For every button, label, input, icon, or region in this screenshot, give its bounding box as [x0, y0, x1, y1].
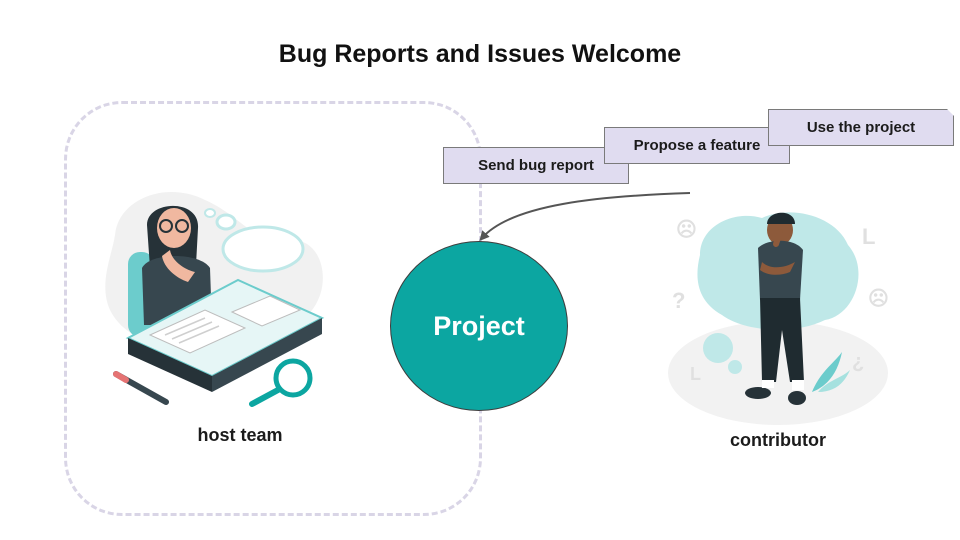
magnifier-icon — [249, 358, 313, 407]
project-node: Project — [390, 241, 568, 411]
svg-text:?: ? — [672, 288, 685, 313]
pencil-icon — [113, 371, 169, 405]
svg-text:L: L — [862, 224, 875, 249]
svg-text:☹: ☹ — [676, 219, 697, 241]
project-label: Project — [433, 310, 525, 341]
arrow-line — [479, 192, 691, 241]
svg-text:☹: ☹ — [868, 288, 889, 310]
action-note-propose-feature: Propose a feature — [604, 127, 790, 164]
host-team-label: host team — [197, 425, 283, 445]
thinking-woman-at-desk-illustration — [105, 192, 325, 392]
action-note-send-bug-report: Send bug report — [443, 147, 629, 184]
svg-text:L: L — [690, 364, 701, 384]
action-note-use-project: Use the project — [768, 109, 954, 146]
svg-text:¿: ¿ — [852, 351, 864, 373]
thinking-man-illustration: ☹ L ? ☹ ¿ L — [668, 212, 889, 425]
diagram-title: Bug Reports and Issues Welcome — [278, 40, 682, 68]
contributor-label: contributor — [730, 430, 826, 450]
